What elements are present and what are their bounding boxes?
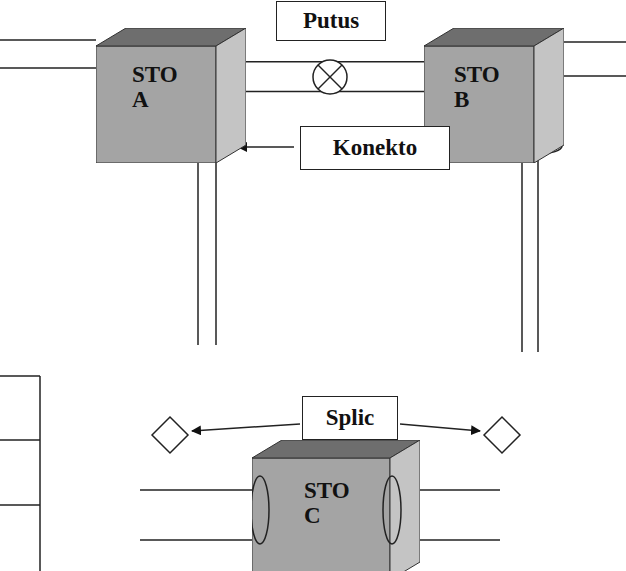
cable-line [197,153,199,345]
box-label: Splic [326,405,375,431]
pointer-arrow [238,146,294,148]
cable-line [537,153,539,352]
box-label: Konekto [333,135,417,161]
cable-line [140,539,258,541]
cable-line [560,75,626,77]
cube-shape [96,28,246,163]
cable-line [420,539,500,541]
splice-diamond [484,417,520,453]
cable-line [215,153,217,345]
pointer-arrow [400,424,480,431]
sto-block: STO C [252,440,420,571]
sto-block: STO A [96,28,246,163]
box-label: Putus [303,8,359,34]
block-label: STO A [132,62,178,112]
block-label: STO B [454,62,500,112]
break-symbol [313,60,347,94]
cable-line [0,39,96,41]
cable-line [420,489,500,491]
label-box: Putus [276,1,386,41]
cable-line [521,153,523,352]
pointer-arrow [192,424,300,431]
cable-line [560,41,626,43]
cube-shape [252,440,420,571]
label-box: Splic [302,396,398,440]
label-box: Konekto [300,126,450,170]
block-label: STO C [304,478,350,528]
cable-line [0,67,96,69]
cable-line [140,489,258,491]
table-frame [0,376,40,571]
splice-diamond [152,417,188,453]
